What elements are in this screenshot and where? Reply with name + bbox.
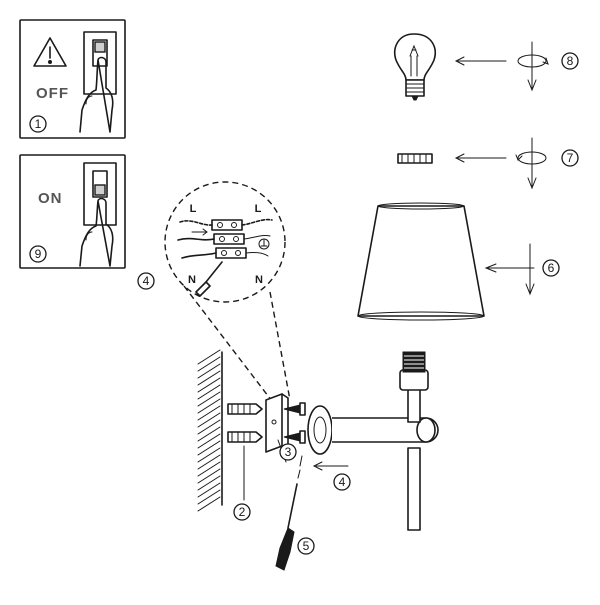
hand-icon xyxy=(79,197,114,267)
wall-hatch-line xyxy=(197,489,221,505)
wall-hatch-line xyxy=(197,384,221,400)
screwdriver-icon xyxy=(195,261,223,297)
terminal-block xyxy=(211,219,247,259)
wall-hatch-line xyxy=(197,419,221,435)
mounting-bracket: 3 xyxy=(265,393,297,463)
warning-icon xyxy=(33,37,67,67)
live-label-left: L xyxy=(190,203,197,215)
lamp-arm xyxy=(307,351,439,531)
step-number-4-wiring: 4 xyxy=(143,274,150,288)
wall-hatch-line xyxy=(197,433,221,449)
wall-hatch-line xyxy=(197,475,221,491)
switch-on-panel: ON 9 xyxy=(19,154,126,269)
wall-switch-icon xyxy=(83,31,117,95)
live-label-right: L xyxy=(255,203,262,215)
wall-hatch-line xyxy=(197,447,221,463)
wall-hatch-line xyxy=(197,468,221,484)
screwdriver: 5 xyxy=(275,455,315,571)
step-number-8: 8 xyxy=(567,54,574,68)
step-number-1: 1 xyxy=(35,117,42,131)
wall-hatch-line xyxy=(197,412,221,428)
wall-hatch-line xyxy=(197,482,221,498)
hand-icon xyxy=(79,56,114,133)
wall-hatch-line xyxy=(197,461,221,477)
wall-plug-bottom xyxy=(227,431,263,443)
wall-hatch-line xyxy=(197,398,221,414)
wall xyxy=(197,349,223,512)
switch-off-panel: OFF 1 xyxy=(19,19,126,139)
lamp-shade: 6 xyxy=(357,202,560,321)
screw-bottom xyxy=(283,430,306,444)
neutral-label-left: N xyxy=(188,274,196,286)
wall-plugs: 2 xyxy=(227,403,263,521)
light-bulb: 8 xyxy=(394,33,579,101)
rotate-icon xyxy=(515,137,547,190)
wall-hatch-line xyxy=(197,391,221,407)
wall-hatch-line xyxy=(197,426,221,442)
wall-hatch-line xyxy=(197,377,221,393)
wall-hatch-line xyxy=(197,496,221,512)
step-number-6: 6 xyxy=(548,261,555,275)
wall-hatch-line xyxy=(197,356,221,372)
wiring-detail: L L N N xyxy=(137,181,291,406)
step-number-7: 7 xyxy=(567,151,574,165)
wall-hatch-line xyxy=(197,349,221,365)
neutral-label-right: N xyxy=(255,274,263,286)
wall-switch-icon xyxy=(83,162,117,226)
earth-icon xyxy=(258,238,270,250)
off-label: OFF xyxy=(36,85,69,102)
wall-hatch-line xyxy=(197,405,221,421)
arrow-attach-arm: 4 xyxy=(312,461,351,491)
wires xyxy=(177,218,273,259)
rotate-icon xyxy=(517,41,549,92)
shade-ring: 7 xyxy=(397,137,579,190)
wall-hatch-line xyxy=(197,440,221,456)
on-label: ON xyxy=(38,190,63,207)
wall-hatch-line xyxy=(197,454,221,470)
step-number-4-arm: 4 xyxy=(339,475,346,489)
step-number-5: 5 xyxy=(303,539,310,553)
step-number-9: 9 xyxy=(35,247,42,261)
step-number-3: 3 xyxy=(285,445,292,459)
screw-top xyxy=(283,402,306,416)
wall-hatch-line xyxy=(197,370,221,386)
step-number-2: 2 xyxy=(239,505,246,519)
wood-screws xyxy=(283,402,306,444)
wall-plug-top xyxy=(227,403,263,415)
wall-hatch-line xyxy=(197,363,221,379)
